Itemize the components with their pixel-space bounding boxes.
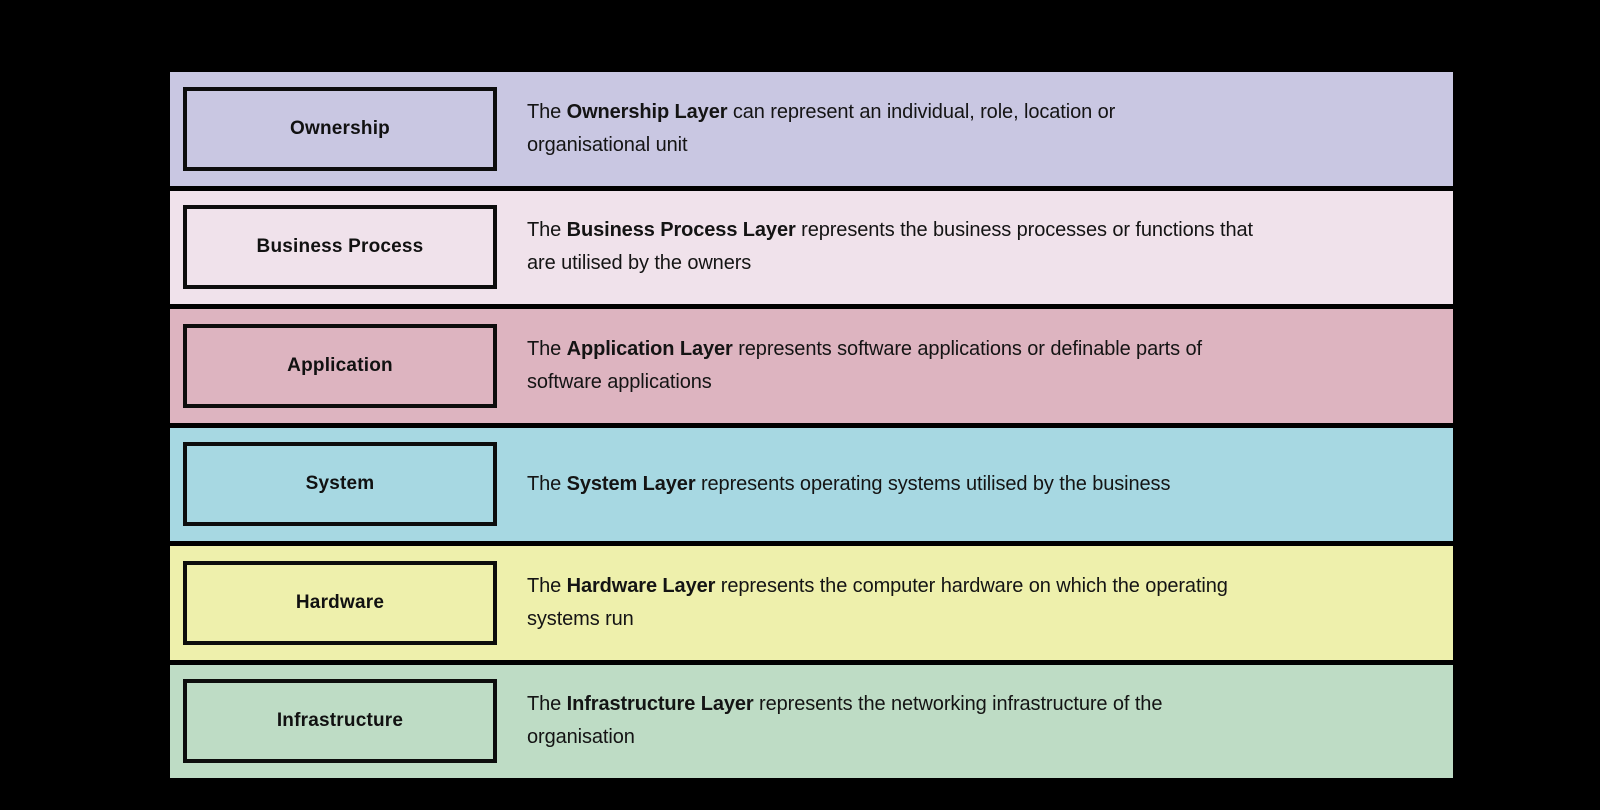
hardware-layer-label: Hardware	[295, 591, 385, 613]
infrastructure-layer-label: Infrastructure	[276, 710, 404, 732]
description-bold-text: Application Layer	[566, 337, 733, 360]
description-line-1: The Infrastructure Layer represents the …	[527, 688, 1162, 721]
ownership-layer-box: Ownership	[183, 86, 497, 171]
description-bold-text: System Layer	[566, 472, 696, 495]
description-text: The	[527, 574, 567, 597]
description-line-1: The Application Layer represents softwar…	[527, 333, 1202, 366]
description-line-1: The Ownership Layer can represent an ind…	[527, 96, 1115, 129]
description-bold-text: Ownership Layer	[566, 100, 728, 123]
description-text: The	[527, 219, 567, 242]
description-line-2: systems run	[527, 607, 634, 630]
description-text: can represent an individual, role, locat…	[727, 100, 1116, 123]
description-line-2: organisation	[527, 726, 635, 749]
layer-row-ownership: Ownership The Ownership Layer can repres…	[170, 72, 1453, 186]
description-text: represents software applications or defi…	[732, 337, 1202, 360]
ownership-layer-label: Ownership	[290, 117, 390, 139]
description-text: The	[527, 693, 567, 716]
infrastructure-layer-description: The Infrastructure Layer represents the …	[527, 688, 1162, 754]
hardware-layer-box: Hardware	[183, 560, 497, 645]
system-layer-description: The System Layer represents operating sy…	[527, 468, 1170, 501]
description-text: represents operating systems utilised by…	[695, 472, 1171, 495]
business-process-layer-description: The Business Process Layer represents th…	[527, 214, 1253, 280]
layer-row-system: System The System Layer represents opera…	[170, 427, 1453, 541]
business-process-layer-box: Business Process	[183, 205, 497, 290]
description-line-1: The Hardware Layer represents the comput…	[527, 570, 1228, 603]
application-layer-box: Application	[183, 323, 497, 408]
ownership-layer-description: The Ownership Layer can represent an ind…	[527, 96, 1115, 162]
description-bold-text: Infrastructure Layer	[566, 693, 754, 716]
description-text: represents the networking infrastructure…	[753, 693, 1163, 716]
layer-row-business-process: Business Process The Business Process La…	[170, 190, 1453, 304]
description-text: represents the computer hardware on whic…	[715, 574, 1228, 597]
description-text: represents the business processes or fun…	[795, 219, 1253, 242]
description-line-2: organisational unit	[527, 133, 688, 156]
business-process-layer-label: Business Process	[256, 236, 424, 258]
description-line-2: software applications	[527, 370, 712, 393]
hardware-layer-description: The Hardware Layer represents the comput…	[527, 570, 1228, 636]
layer-row-hardware: Hardware The Hardware Layer represents t…	[170, 546, 1453, 660]
application-layer-label: Application	[287, 354, 393, 376]
layer-row-infrastructure: Infrastructure The Infrastructure Layer …	[170, 664, 1453, 778]
description-bold-text: Business Process Layer	[566, 219, 796, 242]
description-line-2: are utilised by the owners	[527, 252, 752, 275]
infrastructure-layer-box: Infrastructure	[183, 679, 497, 764]
description-text: The	[527, 472, 567, 495]
system-layer-box: System	[183, 442, 497, 527]
application-layer-description: The Application Layer represents softwar…	[527, 333, 1202, 399]
system-layer-label: System	[305, 473, 375, 495]
description-text: The	[527, 100, 567, 123]
description-line-1: The System Layer represents operating sy…	[527, 468, 1170, 501]
layer-row-application: Application The Application Layer repres…	[170, 309, 1453, 423]
description-bold-text: Hardware Layer	[566, 574, 716, 597]
description-line-1: The Business Process Layer represents th…	[527, 214, 1253, 247]
architecture-layers-diagram: Ownership The Ownership Layer can repres…	[170, 72, 1453, 778]
description-text: The	[527, 337, 567, 360]
